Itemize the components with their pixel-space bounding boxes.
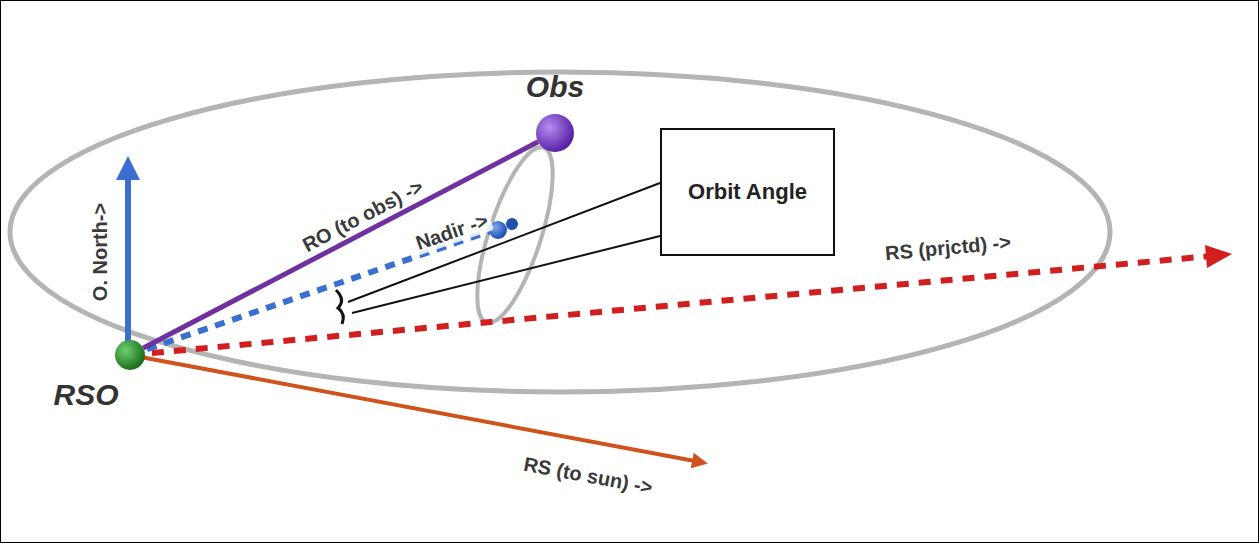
vector-label: RS (prjctd) -> <box>881 231 1015 266</box>
callout-line <box>352 236 660 313</box>
nadir-dot <box>506 218 518 230</box>
vector-label: O. North-> <box>89 200 112 304</box>
callout-text: Orbit Angle <box>688 174 807 209</box>
rso-sphere: RSO <box>115 340 145 370</box>
edge-label: RO (to obs) -> <box>296 173 430 258</box>
angle-bracket <box>336 290 343 324</box>
callout-box: Orbit Angle <box>660 128 835 256</box>
rs-projected-head <box>1205 245 1232 268</box>
node-heading: Obs <box>526 70 584 104</box>
vector-label: RS (to sun) -> <box>519 452 657 500</box>
observer-sphere: Obs <box>536 114 574 152</box>
sphere-shape <box>536 114 574 152</box>
sphere-shape <box>115 340 145 370</box>
sight-line <box>143 142 538 348</box>
rs-sun-arrow <box>130 355 700 462</box>
vector-label: Nadir -> <box>410 208 494 256</box>
north-arrow <box>125 168 131 345</box>
orbit-ellipse <box>10 72 1110 392</box>
node-heading: RSO <box>54 378 119 412</box>
